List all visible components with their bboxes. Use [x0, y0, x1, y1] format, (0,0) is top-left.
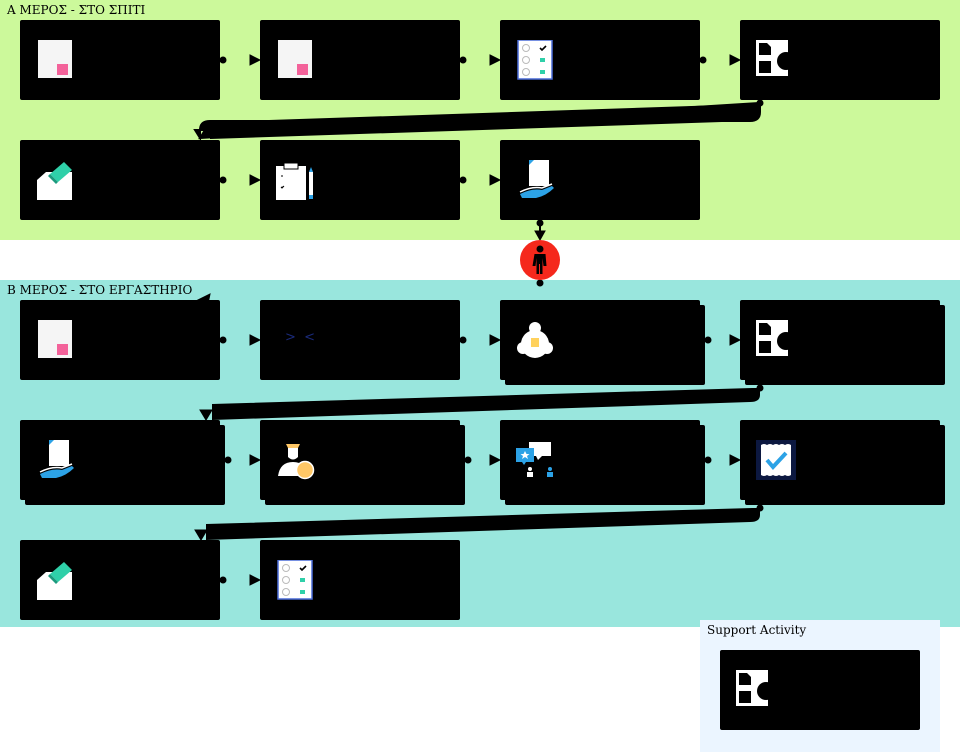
- activity-card-lab-3[interactable]: [500, 300, 700, 380]
- activity-card-home-6[interactable]: [260, 140, 460, 220]
- activity-card-lab-10[interactable]: [260, 540, 460, 620]
- flask-icon: [517, 322, 553, 358]
- lane-lab-title: Β ΜΕΡΟΣ - ΣΤΟ ΕΡΓΑΣΤΗΡΙΟ: [7, 283, 193, 297]
- clipboard-pencil-icon: [276, 162, 313, 200]
- activity-card-home-1[interactable]: [20, 20, 220, 100]
- shapes-icon: [756, 40, 795, 76]
- checklist-icon: [517, 40, 553, 80]
- activity-card-home-4[interactable]: [740, 20, 940, 100]
- document-pink-icon: [38, 40, 72, 78]
- participant-node[interactable]: [520, 240, 560, 280]
- activity-card-home-3[interactable]: [500, 20, 700, 100]
- shapes-icon: [756, 320, 795, 356]
- person-icon: [532, 245, 547, 274]
- activity-card-support-1[interactable]: [720, 650, 920, 730]
- lane-support-title: Support Activity: [707, 623, 807, 637]
- activity-card-home-5[interactable]: [20, 140, 220, 220]
- discussion-icon: [516, 442, 553, 477]
- ballot-box-icon: [37, 162, 72, 200]
- lane-home-title: Α ΜΕΡΟΣ - ΣΤΟ ΣΠΙΤΙ: [7, 3, 146, 17]
- activity-card-home-2[interactable]: [260, 20, 460, 100]
- activity-card-lab-9[interactable]: [20, 540, 220, 620]
- activity-card-lab-5[interactable]: [20, 420, 220, 500]
- activity-card-lab-6[interactable]: [260, 420, 460, 500]
- certificate-check-icon: [756, 440, 796, 480]
- activity-card-lab-2[interactable]: > <: [260, 300, 460, 380]
- teacher-icon: [278, 444, 315, 480]
- ballot-box-icon: [37, 562, 72, 600]
- activity-card-lab-4[interactable]: [740, 300, 940, 380]
- checklist-icon: [277, 560, 313, 600]
- activity-card-lab-1[interactable]: [20, 300, 220, 380]
- card-glyph: > <: [285, 330, 316, 345]
- hand-document-icon: [519, 160, 554, 198]
- shapes-icon: [736, 670, 775, 706]
- activity-card-lab-8[interactable]: [740, 420, 940, 500]
- document-pink-icon: [38, 320, 72, 358]
- document-pink-icon: [278, 40, 312, 78]
- activity-card-home-7[interactable]: [500, 140, 700, 220]
- activity-card-lab-7[interactable]: [500, 420, 700, 500]
- hand-document-icon: [39, 440, 74, 478]
